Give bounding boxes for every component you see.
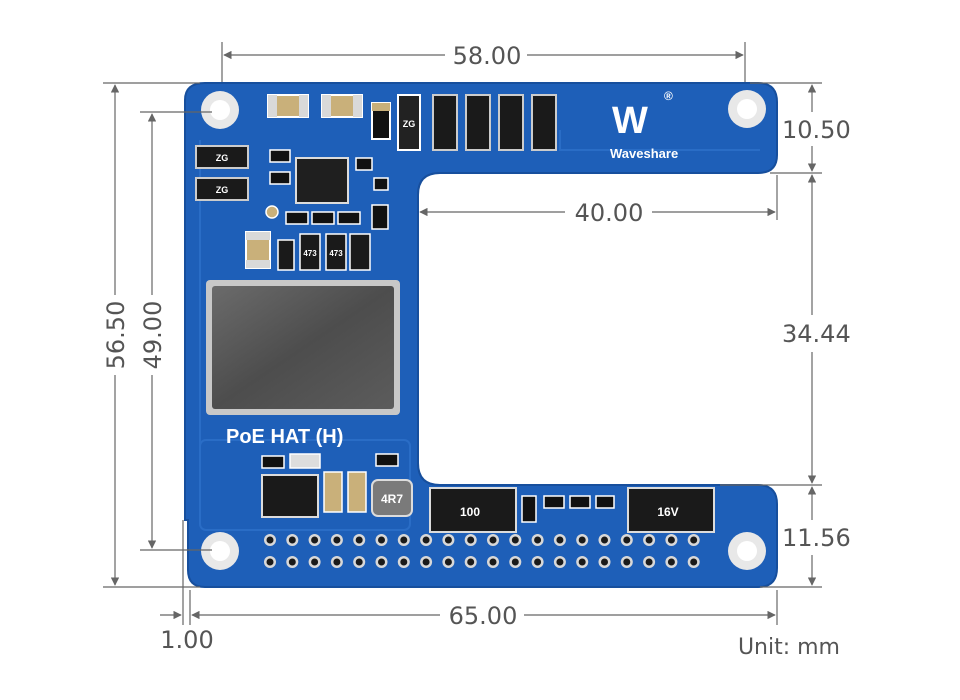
mounting-hole-bottom-right: [728, 532, 766, 570]
header-pin-hole: [333, 536, 341, 544]
capacitor-top-1: [267, 94, 309, 118]
diode-top: ZG: [397, 94, 421, 151]
header-pin-hole: [511, 558, 519, 566]
header-pin-hole: [422, 536, 430, 544]
header-pin-hole: [534, 558, 542, 566]
header-pin-hole: [511, 536, 519, 544]
header-pin-hole: [311, 536, 319, 544]
resistor-473-2-marking: 473: [303, 249, 317, 258]
header-pin-hole: [690, 536, 698, 544]
inductor: 4R7: [371, 479, 413, 517]
header-pin-hole: [623, 558, 631, 566]
registered-mark: ®: [664, 89, 673, 103]
mounting-hole-top-left: [201, 91, 239, 129]
dimension-lines: [103, 42, 822, 625]
mounting-hole-top-right: [728, 90, 766, 128]
dim-top-width: 58.00: [453, 42, 522, 70]
header-pin-hole: [355, 558, 363, 566]
dimension-labels: 58.00 10.50 40.00 34.44 11.56 65.00 1.00…: [102, 42, 851, 660]
header-pin-hole: [444, 536, 452, 544]
dim-total-width: 65.00: [449, 602, 518, 630]
header-pin-hole: [645, 536, 653, 544]
header-pin-hole: [266, 558, 274, 566]
controller-ic: [295, 157, 349, 204]
transformer: [206, 280, 400, 415]
diode-left-2-marking: ZG: [216, 185, 229, 195]
header-pin-hole: [667, 558, 675, 566]
header-pin-hole: [311, 558, 319, 566]
diode-left-2: ZG: [195, 177, 249, 201]
header-pin-hole: [601, 536, 608, 544]
waveshare-logo: W ® Waveshare: [610, 89, 678, 161]
gpio-header-pins: [264, 534, 700, 568]
inductor-marking: 4R7: [381, 492, 403, 506]
header-pin-hole: [556, 536, 564, 544]
dim-bottom-right-height: 11.56: [782, 524, 851, 552]
dim-cutout-width: 40.00: [575, 199, 644, 227]
diode-top-marking: ZG: [403, 119, 416, 129]
diode-array: [432, 94, 557, 151]
header-pin-hole: [578, 536, 586, 544]
brand-name: Waveshare: [610, 146, 678, 161]
capacitor-top-2: [321, 94, 363, 118]
header-pin-hole: [578, 558, 586, 566]
dim-hole-spacing-height: 49.00: [139, 301, 167, 370]
capacitor-mid: [245, 231, 271, 269]
dim-top-right-height: 10.50: [782, 116, 851, 144]
resistor-473-3-marking: 473: [329, 249, 343, 258]
header-pin-hole: [378, 536, 385, 544]
diode-left-1-marking: ZG: [216, 153, 229, 163]
dim-cutout-height: 34.44: [782, 320, 851, 348]
resistor-473-3: 473: [325, 233, 347, 271]
capacitor-bottom-1-marking: 100: [460, 505, 480, 519]
capacitor-bottom-1: 100: [429, 487, 517, 533]
header-pin-hole: [266, 536, 274, 544]
dim-total-height: 56.50: [102, 301, 130, 370]
header-pin-hole: [645, 558, 653, 566]
components: ZG ZG ZG: [195, 94, 715, 533]
header-pin-hole: [288, 536, 296, 544]
resistor-473-1: [277, 239, 295, 271]
header-pin-hole: [467, 558, 475, 566]
mounting-holes: [201, 90, 766, 570]
capacitor-bottom-2-marking: 16V: [657, 505, 678, 519]
diode-left-1: ZG: [195, 145, 249, 169]
mounting-hole-bottom-left: [201, 532, 239, 570]
header-pin-hole: [623, 536, 631, 544]
header-pin-hole: [667, 536, 675, 544]
header-pin-hole: [556, 558, 564, 566]
unit-label: Unit: mm: [738, 635, 840, 660]
header-pin-hole: [378, 558, 385, 566]
logo-icon: W: [612, 100, 648, 142]
dim-edge-offset: 1.00: [160, 626, 213, 654]
header-pin-hole: [355, 536, 363, 544]
header-pin-hole: [444, 558, 452, 566]
header-pin-hole: [601, 558, 608, 566]
board-title-silkscreen: PoE HAT (H): [226, 426, 343, 448]
header-pin-hole: [400, 536, 408, 544]
header-pin-hole: [400, 558, 408, 566]
header-pin-hole: [690, 558, 698, 566]
power-ic: [261, 474, 319, 518]
resistor-473-2: 473: [299, 233, 321, 271]
header-pin-hole: [489, 558, 497, 566]
header-pin-hole: [534, 536, 542, 544]
header-pin-hole: [288, 558, 296, 566]
header-pin-hole: [467, 536, 475, 544]
header-pin-hole: [422, 558, 430, 566]
header-pin-hole: [489, 536, 497, 544]
capacitor-bottom-2: 16V: [627, 487, 715, 533]
header-pin-hole: [333, 558, 341, 566]
